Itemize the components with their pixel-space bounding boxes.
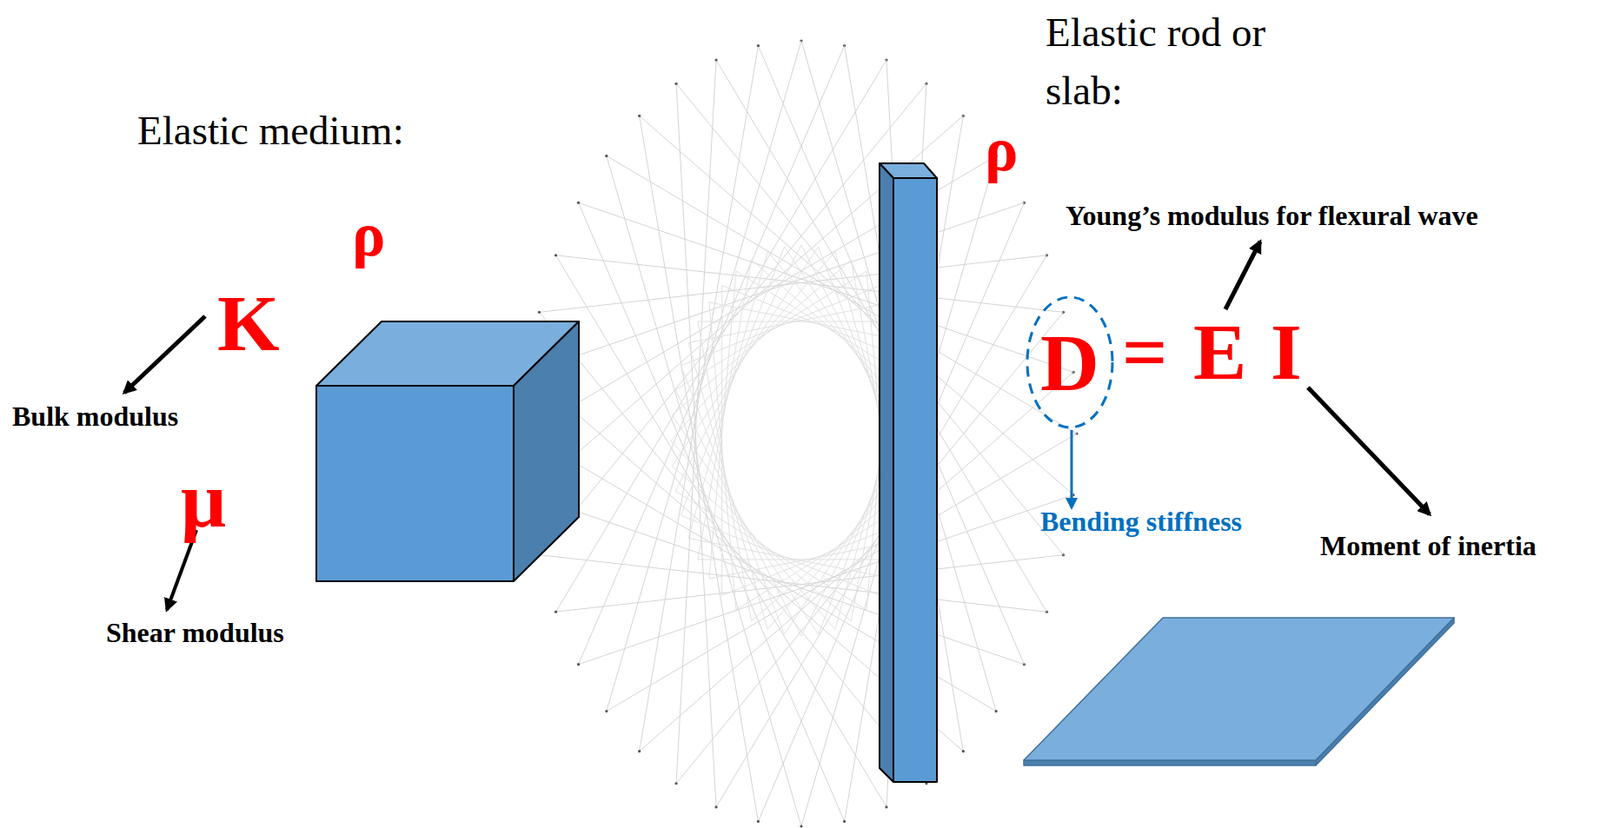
inertia-label: Moment of inertia [1320, 530, 1537, 563]
rod [879, 163, 937, 783]
youngs-label: Young’s modulus for flexural wave [1065, 199, 1479, 233]
density-symbol: ρ [351, 203, 386, 266]
stiffness-label: Bending stiffness [1040, 505, 1242, 538]
shear-label: Shear modulus [106, 617, 285, 650]
string-art [524, 39, 1078, 828]
leader-lines [124, 241, 1430, 611]
cube [316, 321, 579, 582]
density-symbol: ρ [984, 118, 1019, 181]
dashed-ellipse: D [1025, 295, 1115, 430]
heading: Elastic medium: [137, 106, 405, 154]
stiffness-symbol: D [1025, 295, 1115, 430]
heading: Elastic rod or slab: [1045, 3, 1324, 120]
bulk-symbol: K [217, 283, 280, 364]
inertia-symbol: I [1270, 312, 1302, 392]
shear-symbol: μ [180, 459, 226, 540]
bulk-label: Bulk modulus [12, 400, 179, 433]
youngs-symbol: E [1193, 312, 1247, 392]
equals-sign: = [1121, 312, 1168, 392]
slab [1023, 617, 1454, 766]
